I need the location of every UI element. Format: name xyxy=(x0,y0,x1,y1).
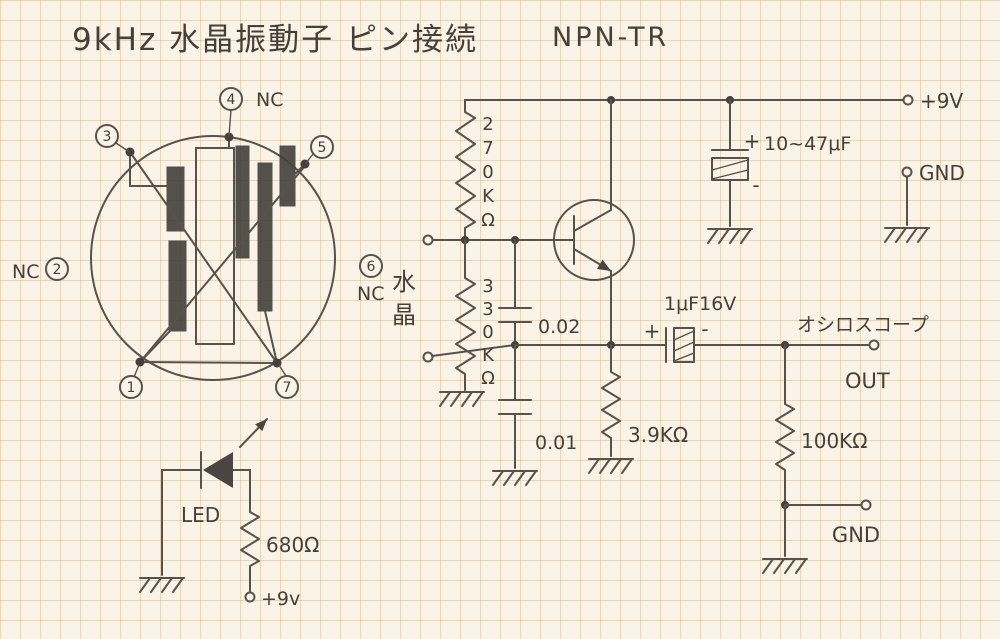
pin-4-number: 4 xyxy=(227,92,236,108)
r330-label: 0 xyxy=(482,322,493,343)
r270-label: 2 xyxy=(482,114,493,135)
c1uf-label: 1μF16V xyxy=(664,293,736,315)
transistor-body xyxy=(553,199,635,281)
inner-electrode-outline xyxy=(195,147,235,345)
electrode-bar xyxy=(235,145,250,259)
r330-label: 3 xyxy=(482,276,493,297)
transistor-collector xyxy=(573,99,612,232)
crystal-label: 晶 xyxy=(392,301,416,329)
pin-5-ring xyxy=(310,135,334,159)
package-outline-circle xyxy=(90,135,336,381)
ground-symbol xyxy=(707,228,753,244)
oscilloscope-label: オシロスコープ xyxy=(797,314,929,336)
r680-resistor xyxy=(240,469,260,593)
r39-resistor xyxy=(601,344,621,457)
pin-7-ring xyxy=(275,375,299,399)
r270-label: Ω xyxy=(481,210,495,231)
r330-resistor xyxy=(455,239,476,391)
electrode-bar xyxy=(166,166,185,232)
led-circuit: LED 680Ω +9v xyxy=(139,418,319,610)
led-label: LED xyxy=(181,503,220,527)
crystal-terminal-bottom xyxy=(422,351,434,363)
r270-label: 7 xyxy=(482,138,493,159)
pin-4-ring xyxy=(219,87,243,111)
gnd-top-terminal xyxy=(901,166,913,178)
v9-led-label: +9v xyxy=(261,588,300,610)
pin-2-number: 2 xyxy=(53,262,62,278)
crystal-label: 水 xyxy=(392,268,416,296)
scope-terminal xyxy=(868,339,880,351)
pin-1-ring xyxy=(119,375,143,399)
r270-label: 0 xyxy=(482,162,493,183)
r270-label: K xyxy=(482,186,495,207)
ground-symbol xyxy=(762,558,808,574)
electrode-bar xyxy=(279,145,296,207)
gnd-out-terminal xyxy=(860,499,872,511)
pin-3-number: 3 xyxy=(103,129,112,145)
electrode-bar xyxy=(168,240,187,332)
r100k-resistor xyxy=(775,344,795,506)
v9-terminal xyxy=(902,94,914,106)
c1047-minus: - xyxy=(752,173,759,197)
pin-5-number: 5 xyxy=(318,140,327,156)
gnd-out-label: GND xyxy=(832,523,880,547)
r100k-label: 100KΩ xyxy=(801,429,868,453)
emitter-arrow xyxy=(597,259,611,271)
pin-6-number: 6 xyxy=(367,259,376,275)
pin-2-ring xyxy=(45,257,69,281)
electrode-bar xyxy=(257,162,273,312)
pin-2-nc-label: NC xyxy=(12,261,39,283)
transistor-type-label: NPN-TR xyxy=(552,22,669,53)
pin-6-ring xyxy=(359,254,383,278)
ground-symbol xyxy=(492,470,538,486)
pin-diagram: 3 4 5 2 6 1 7 NC NC NC xyxy=(12,87,384,399)
crystal-bottom-wire xyxy=(431,344,516,357)
c1047-label: 10~47μF xyxy=(764,133,851,155)
ground-symbol xyxy=(139,577,185,593)
pin-7-number: 7 xyxy=(283,380,292,396)
r270-resistor xyxy=(455,99,476,241)
led-emission-arrowhead xyxy=(255,419,267,432)
ground-symbol xyxy=(588,458,634,474)
ground-symbol xyxy=(884,227,930,243)
r330-label: Ω xyxy=(481,368,495,389)
led-triangle xyxy=(203,452,233,488)
pin-6-nc-label: NC xyxy=(357,283,384,305)
r330-label: 3 xyxy=(482,299,493,320)
crystal-terminal-top xyxy=(422,234,434,246)
pin-4-nc-label: NC xyxy=(256,89,283,111)
r330-label: K xyxy=(482,345,495,366)
r39-label: 3.9KΩ xyxy=(628,423,688,447)
c1uf-plus: + xyxy=(644,319,661,343)
pin-1-number: 1 xyxy=(127,380,136,396)
gnd-top-label: GND xyxy=(919,161,965,185)
r680-label: 680Ω xyxy=(266,533,319,557)
pin-3-ring xyxy=(95,124,119,148)
c002-label: 0.02 xyxy=(538,316,580,338)
oscillator-circuit: +9V GND 2 7 0 K Ω 水 晶 3 3 0 K Ω xyxy=(392,89,965,574)
c1uf-minus: - xyxy=(701,317,708,341)
out-label: OUT xyxy=(845,369,890,393)
v9-label: +9V xyxy=(920,89,963,113)
page-title: 9kHz 水晶振動子 ピン接続 xyxy=(72,22,478,58)
c1047-plus: + xyxy=(744,129,761,153)
v9-led-terminal xyxy=(244,591,256,603)
ground-symbol xyxy=(439,391,485,407)
c001-label: 0.01 xyxy=(535,432,577,454)
